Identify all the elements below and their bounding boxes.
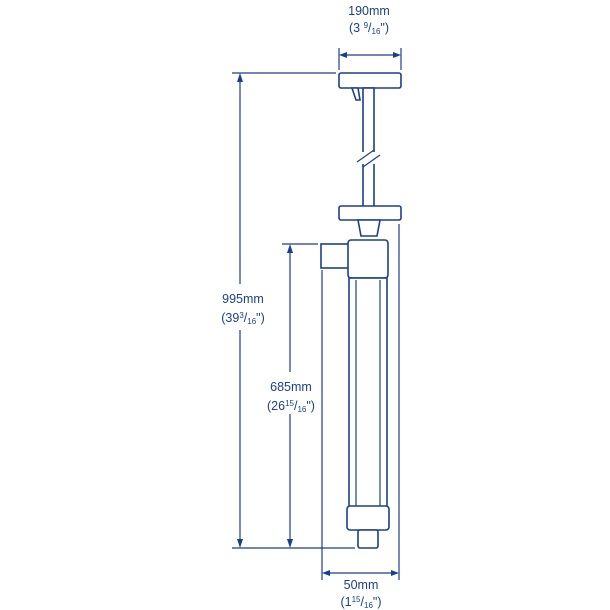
- pump: [320, 72, 402, 549]
- pump-foot: [346, 505, 390, 531]
- pump-barrel: [348, 277, 388, 509]
- barrel-width-metric: 50mm: [344, 578, 379, 592]
- barrel-cap-handle: [338, 205, 402, 221]
- cap-collar: [357, 219, 381, 237]
- dimension-overall-height: 995mm (393/16"): [221, 72, 355, 549]
- outlet-spout: [320, 243, 352, 269]
- dimension-top-width: 190mm (3 9/16"): [338, 4, 402, 70]
- pump-rod: [362, 87, 375, 209]
- barrel-width-imperial: (115/16"): [340, 595, 381, 610]
- overall-height-imperial: (393/16"): [221, 311, 265, 326]
- t-handle: [338, 72, 402, 89]
- top-width-imperial: (3 9/16"): [349, 21, 389, 36]
- handle-stem-collar: [350, 87, 361, 101]
- inlet-height-imperial: (2615/16"): [267, 399, 315, 414]
- top-width-metric: 190mm: [348, 4, 390, 18]
- inlet-height-metric: 685mm: [270, 380, 312, 394]
- inlet-tube: [357, 529, 379, 549]
- overall-height-metric: 995mm: [222, 292, 264, 306]
- pump-head: [347, 239, 389, 279]
- rod-break-symbol: [356, 149, 381, 168]
- dimension-barrel-width: 50mm (115/16"): [321, 224, 400, 610]
- dimension-inlet-height: 685mm (2615/16"): [267, 243, 318, 548]
